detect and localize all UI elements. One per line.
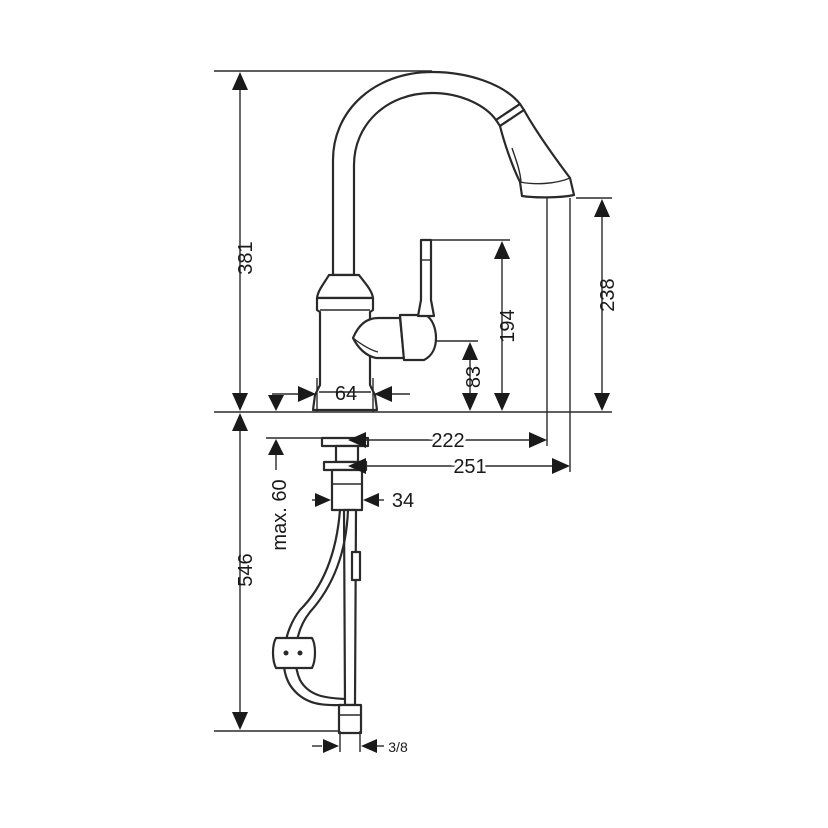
spray-head xyxy=(498,108,576,199)
label-base-diameter: 64 xyxy=(335,383,357,405)
dimension-spout-clearance: 238 xyxy=(594,199,619,411)
dimension-reach-total: 251 xyxy=(348,453,570,481)
faucet xyxy=(271,70,576,735)
lever-hub xyxy=(398,313,438,362)
dimension-handle-height: 194 xyxy=(494,241,519,411)
arrow-left xyxy=(363,493,379,507)
arrow-left xyxy=(374,386,392,402)
arrow-down xyxy=(462,393,478,411)
label-handle-height: 194 xyxy=(497,309,519,342)
label-spout-reach: 222 xyxy=(431,430,464,452)
label-counter-thickness: max. 60 xyxy=(269,479,291,550)
dimension-total-height: 381 xyxy=(232,72,257,411)
label-connection-thread: 3/8 xyxy=(388,739,408,755)
arrow-right xyxy=(323,739,339,753)
dimension-outlet-height: 83 xyxy=(462,342,485,411)
arrow-right xyxy=(529,432,547,448)
hose-weight-dot-left xyxy=(283,650,289,656)
arrow-down xyxy=(232,712,248,730)
arrow-right xyxy=(298,386,316,402)
lever-handle xyxy=(416,238,436,318)
arrow-up xyxy=(494,241,510,259)
label-shank-diameter: 34 xyxy=(392,490,414,512)
reference-lines xyxy=(214,70,612,752)
connection-fitting xyxy=(337,703,363,735)
arrow-up xyxy=(232,413,248,431)
label-outlet-height: 83 xyxy=(463,366,485,388)
spray-head-face xyxy=(519,177,571,185)
arrow-down xyxy=(232,393,248,411)
dimension-spout-reach: 222 xyxy=(348,427,547,455)
neck-collar xyxy=(315,273,375,300)
arrow-up xyxy=(462,342,478,360)
arrow-right xyxy=(552,458,570,474)
counter-arrows xyxy=(268,395,284,411)
dimension-connection-thread: 3/8 xyxy=(312,739,408,755)
arrow-up xyxy=(268,439,284,455)
pull-out-hose-inner xyxy=(294,509,350,701)
arrow-left xyxy=(348,432,366,448)
dimension-counter-thickness: max. 60 xyxy=(268,439,291,551)
arrow-up xyxy=(594,199,610,217)
lever-housing-edge xyxy=(352,337,379,353)
arrow-down xyxy=(268,395,284,411)
arrow-down xyxy=(594,393,610,411)
arrow-up xyxy=(232,72,248,90)
dimension-hose-length: 546 xyxy=(232,413,257,730)
arrow-left xyxy=(348,458,366,474)
spray-head-detail xyxy=(511,147,522,183)
shank-upper xyxy=(334,444,360,464)
hose-weight xyxy=(271,636,317,670)
arrow-left xyxy=(361,739,377,753)
label-spout-clearance: 238 xyxy=(597,278,619,311)
dimension-shank-diameter: 34 xyxy=(312,490,414,512)
label-hose-length: 546 xyxy=(235,553,257,586)
label-reach-total: 251 xyxy=(453,456,486,478)
arrow-right xyxy=(315,493,331,507)
supply-fitting xyxy=(350,550,362,582)
dimension-base-diameter: 64 xyxy=(272,383,410,405)
label-total-height: 381 xyxy=(235,241,257,274)
hose-weight-dot-right xyxy=(297,650,303,656)
arrow-down xyxy=(494,393,510,411)
shank-lower xyxy=(330,468,364,512)
